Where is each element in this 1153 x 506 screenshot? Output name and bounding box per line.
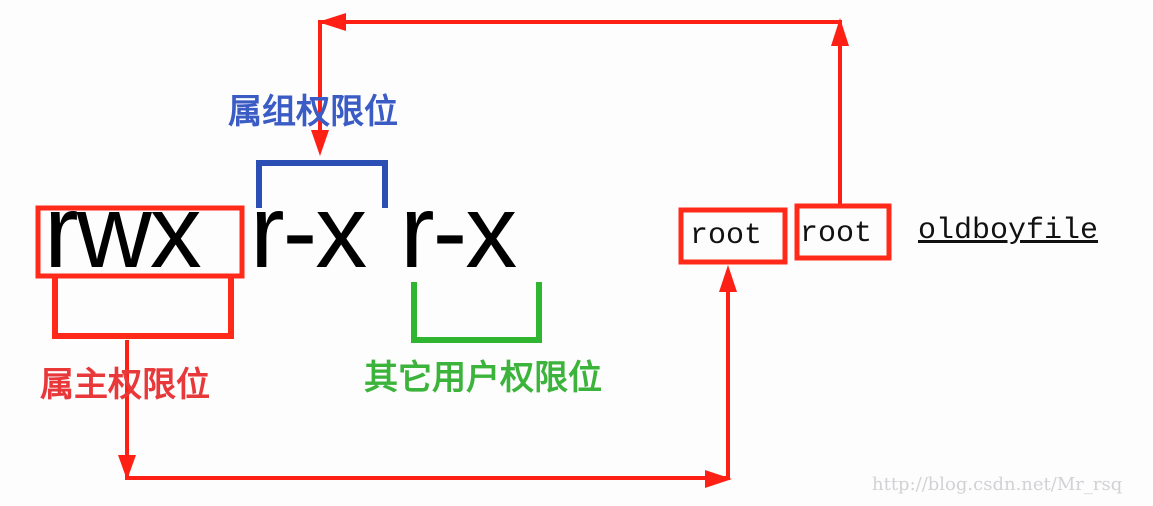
group-bracket: [256, 160, 388, 208]
file-name: oldboyfile: [918, 214, 1099, 248]
owner-arrow: [125, 275, 730, 480]
others-bracket: [411, 282, 542, 343]
owner-permission-text: rwx: [44, 174, 202, 290]
owner-permission-label: 属主权限位: [40, 365, 210, 405]
owner-bracket: [52, 278, 234, 339]
group-arrow: [318, 20, 842, 204]
owner-arrowhead-down: [118, 455, 136, 480]
group-arrowhead-left: [318, 13, 346, 31]
group-name: root: [800, 217, 873, 251]
group-permission-label: 属组权限位: [228, 92, 398, 132]
group-permission-text: r-x: [250, 174, 367, 290]
others-permission-text: r-x: [400, 174, 517, 290]
owner-name: root: [690, 219, 763, 253]
watermark-url: http://blog.csdn.net/Mr_rsq: [872, 474, 1123, 495]
owner-arrowhead-up: [719, 265, 737, 292]
group-name-box: [794, 203, 892, 261]
others-permission-label: 其它用户权限位: [364, 358, 602, 398]
group-arrowhead-down: [311, 130, 329, 156]
group-arrowhead-up: [831, 18, 849, 46]
owner-arrowhead-right: [705, 470, 732, 488]
owner-name-box: [678, 207, 788, 265]
owner-permission-box: [35, 205, 245, 279]
